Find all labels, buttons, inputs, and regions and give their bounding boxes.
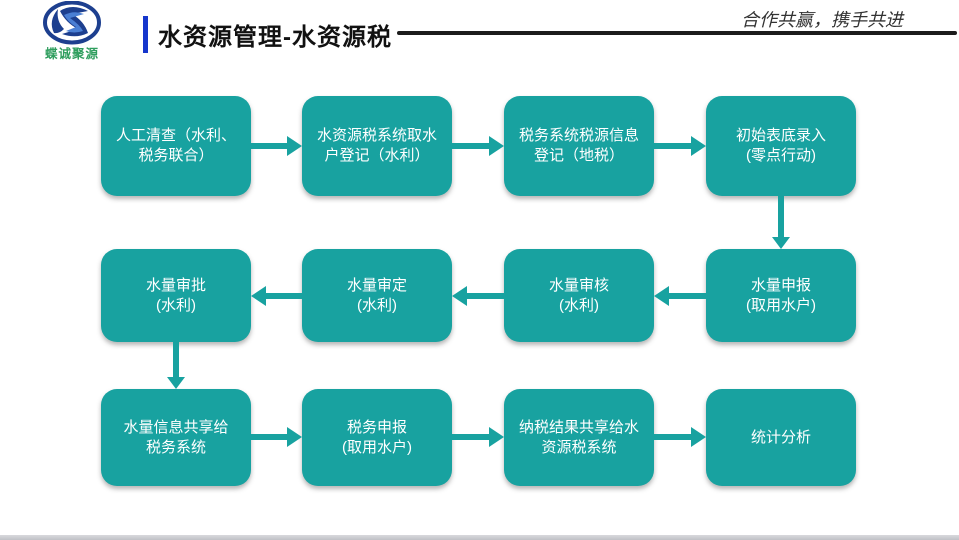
page-title: 水资源管理-水资源税	[158, 24, 392, 51]
step-text: 初始表底录入	[735, 127, 826, 144]
arrow-right-icon	[654, 136, 706, 156]
header-rule	[397, 31, 957, 35]
step-text: 纳税结果共享给水	[518, 418, 639, 436]
arrow-left-icon	[452, 286, 504, 306]
arrow-right-icon	[452, 427, 504, 447]
step-text: (取用水户)	[746, 296, 816, 314]
flow-step-statistics-analysis: 统计分析	[706, 389, 856, 486]
company-name: 蝶诚聚源	[44, 47, 99, 61]
step-text: 水量审定	[346, 276, 407, 294]
step-text: 税务联合）	[138, 147, 214, 164]
flow-step-tax-source-registration: 税务系统税源信息 登记（地税）	[504, 96, 654, 196]
flow-step-volume-review: 水量审核 (水利)	[504, 249, 654, 342]
flow-step-volume-approval: 水量审批 (水利)	[101, 249, 251, 342]
flow-step-volume-determination: 水量审定 (水利)	[302, 249, 452, 342]
step-text: 税务系统	[145, 438, 206, 456]
arrow-right-icon	[251, 136, 302, 156]
step-text: 户登记（水利）	[324, 147, 430, 164]
arrow-left-icon	[654, 286, 706, 306]
arrow-down-icon	[167, 342, 185, 389]
step-text: (水利)	[357, 296, 397, 314]
step-text: 水量审批	[145, 276, 206, 294]
footer-bar	[0, 535, 959, 540]
step-text: 水量审核	[548, 276, 609, 294]
flow-step-share-volume-info: 水量信息共享给 税务系统	[101, 389, 251, 486]
slogan-text: 合作共赢，携手共进	[741, 10, 903, 30]
company-logo-icon	[38, 1, 106, 59]
arrow-right-icon	[452, 136, 504, 156]
step-text: (取用水户)	[342, 438, 412, 456]
step-text: (水利)	[559, 296, 599, 314]
arrow-down-icon	[772, 196, 790, 249]
step-text: 人工清查（水利、	[115, 127, 236, 144]
flow-step-share-tax-result: 纳税结果共享给水 资源税系统	[504, 389, 654, 486]
step-text: 统计分析	[750, 428, 811, 446]
arrow-right-icon	[654, 427, 706, 447]
flow-step-initial-meter-entry: 初始表底录入 (零点行动)	[706, 96, 856, 196]
arrow-right-icon	[251, 427, 302, 447]
title-accent-bar	[143, 16, 148, 53]
step-text: 税务系统税源信息	[518, 127, 639, 144]
arrow-left-icon	[251, 286, 302, 306]
step-text: 登记（地税）	[533, 147, 624, 164]
flow-step-water-user-registration: 水资源税系统取水 户登记（水利）	[302, 96, 452, 196]
step-text: 水资源税系统取水	[316, 127, 437, 144]
step-text: (零点行动)	[746, 147, 816, 164]
step-text: 资源税系统	[541, 438, 617, 456]
flow-step-manual-survey: 人工清查（水利、 税务联合）	[101, 96, 251, 196]
step-text: 水量申报	[750, 276, 811, 294]
step-text: 税务申报	[346, 418, 407, 436]
step-text: (水利)	[156, 296, 196, 314]
flow-step-volume-declaration: 水量申报 (取用水户)	[706, 249, 856, 342]
flow-step-tax-declaration: 税务申报 (取用水户)	[302, 389, 452, 486]
step-text: 水量信息共享给	[123, 418, 229, 436]
